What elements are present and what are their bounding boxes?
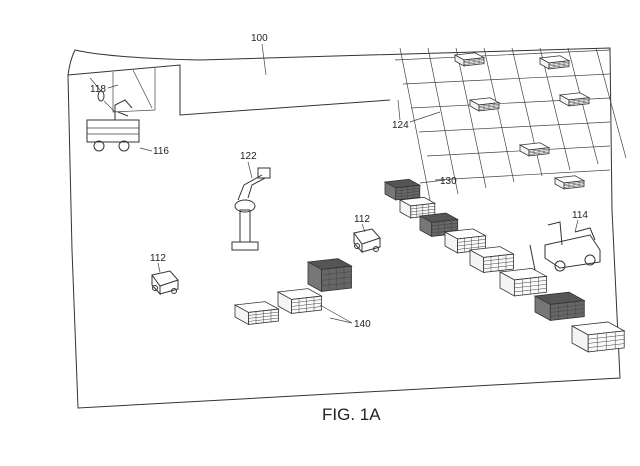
pallet: [538, 55, 571, 70]
agv-right: [353, 228, 381, 254]
label-116: 116: [153, 146, 169, 157]
label-118: 118: [90, 84, 106, 95]
figure-caption: FIG. 1A: [322, 405, 381, 424]
wall: [67, 64, 391, 116]
pallet: [306, 258, 353, 293]
doorway: [112, 68, 156, 113]
mobile-manipulator: [86, 77, 140, 152]
pallet: [383, 178, 422, 201]
pallet: [518, 142, 551, 157]
pallet: [553, 175, 586, 190]
pallet: [453, 52, 486, 67]
label-122: 122: [240, 151, 257, 162]
pallet: [533, 291, 586, 322]
pallets: [233, 178, 626, 353]
pallet: [570, 321, 626, 353]
pallet: [276, 288, 323, 315]
label-112-left: 112: [150, 253, 166, 264]
pallet: [398, 196, 437, 219]
label-130: 130: [440, 176, 457, 187]
pallet: [468, 97, 501, 112]
pallet: [233, 301, 280, 326]
label-114: 114: [572, 210, 588, 221]
agv-left: [151, 270, 179, 296]
label-124: 124: [392, 120, 409, 131]
pallet: [468, 246, 515, 274]
environment-boundary: [67, 47, 621, 409]
label-140: 140: [354, 319, 371, 330]
robotic-arm: [231, 167, 271, 251]
pallet: [498, 267, 548, 297]
pallet: [558, 92, 591, 107]
label-100: 100: [251, 33, 268, 44]
storage-rack: [394, 47, 627, 201]
forklift: [524, 221, 601, 276]
label-112-right: 112: [354, 214, 370, 225]
